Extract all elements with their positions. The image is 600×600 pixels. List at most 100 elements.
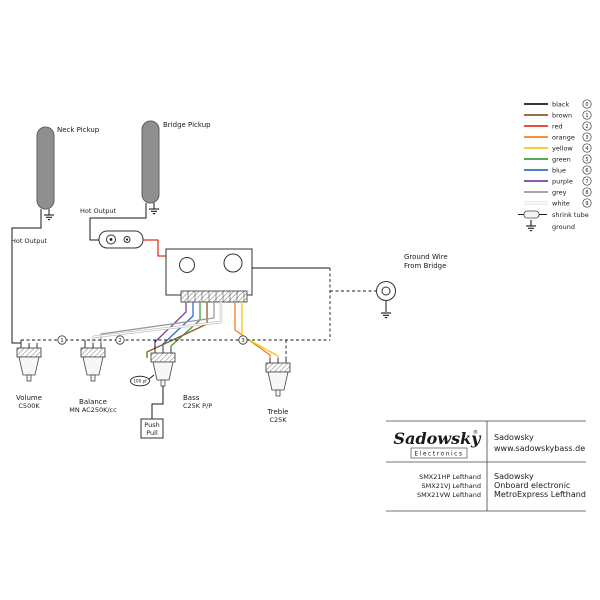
legend-number: 8 (585, 190, 588, 196)
pcb-hole (223, 253, 243, 273)
legend-number: 3 (585, 135, 588, 141)
output-jack (98, 230, 166, 257)
legend-number: 0 (585, 102, 588, 108)
volume-label: Volume (16, 394, 42, 402)
neck-pickup (36, 126, 55, 210)
ground-wire-label-2: From Bridge (404, 262, 446, 270)
legend-item-orange: orange 3 (524, 132, 592, 142)
pickups: Neck Pickup Bridge Pickup Hot Output Hot… (11, 120, 211, 344)
legend-item-green: green 5 (524, 154, 592, 164)
output-jack-body (98, 230, 144, 249)
bridge-hot-output-label: Hot Output (80, 207, 117, 215)
logo-subtitle: Electronics (414, 451, 463, 458)
balance-pot (80, 342, 106, 382)
legend-number-circle (582, 99, 592, 109)
white-wire-outline (91, 302, 223, 343)
ground-lug-symbol (380, 312, 392, 319)
product-line-3: MetroExpress Lefthand (494, 490, 586, 499)
jack-red-wire (143, 239, 166, 257)
blue-wire (162, 302, 194, 348)
neck-pickup-label: Neck Pickup (57, 126, 100, 134)
wire-marker-circle (57, 335, 67, 345)
legend-label: red (552, 123, 563, 131)
legend-number: 4 (585, 146, 588, 152)
legend-item-brown: brown 1 (524, 110, 592, 120)
treble-pot (265, 357, 291, 397)
grey-wire (100, 302, 215, 343)
bass-label: Bass (183, 394, 200, 402)
legend-number: 1 (585, 113, 588, 119)
legend-label: shrink tube (552, 211, 589, 219)
bridge-ground-terminal: Ground Wire From Bridge (376, 253, 448, 319)
legend-item-red: red 2 (524, 121, 592, 131)
model-number: SMX21VW Lefthand (417, 491, 481, 499)
preamp-pcb (165, 248, 253, 303)
legend-number: 2 (585, 124, 588, 130)
push-pull-label-1: Push (144, 421, 159, 429)
wire-number-markers: 1 2 3 (57, 335, 248, 345)
green-wire (170, 302, 201, 348)
jack-terminal-dot (125, 238, 129, 241)
registered-mark: ® (473, 429, 478, 436)
legend-label: green (552, 156, 571, 164)
legend-item-shrink-tube: shrink tube (518, 210, 589, 219)
capacitor-100pf (130, 375, 150, 387)
balance-value: MN AC250K/cc (69, 406, 117, 414)
legend-item-blue: blue 6 (524, 165, 592, 175)
model-number: SMX21HP Lefthand (419, 473, 481, 481)
volume-pot (16, 342, 42, 382)
legend-number-circle (582, 187, 592, 197)
orange-wire (234, 302, 271, 358)
bridge-hot-output-wire (89, 203, 147, 241)
legend-number-circle (582, 198, 592, 208)
wire-marker-circle (115, 335, 125, 345)
yellow-wire (241, 302, 279, 358)
push-pull-switch (140, 418, 164, 439)
legend-label: white (552, 200, 570, 208)
legend-number-circle (582, 110, 592, 120)
legend-item-ground: ground (525, 220, 575, 232)
legend-number: 6 (585, 168, 588, 174)
bridge-pickup-label: Bridge Pickup (163, 121, 211, 129)
product-line-2: Onboard electronic (494, 481, 570, 490)
legend-number-circle (582, 176, 592, 186)
shrink-tube-icon (523, 210, 540, 219)
legend-item-white: white 9 (524, 198, 592, 208)
legend-number-circle (582, 121, 592, 131)
legend-item-black: black 0 (524, 99, 592, 109)
pcb-hole (179, 257, 195, 273)
logo-sub-box (410, 447, 468, 459)
legend-label: orange (552, 134, 575, 142)
legend-label: purple (552, 178, 573, 186)
legend-item-grey: grey 8 (524, 187, 592, 197)
bass-value: C25K P/P (183, 402, 212, 410)
ground-wire-label-1: Ground Wire (404, 253, 448, 261)
legend-number: 7 (585, 179, 588, 185)
wire-marker-number: 3 (241, 338, 245, 344)
neck-hot-output-wire (11, 209, 42, 344)
wire-marker-number: 1 (60, 338, 64, 344)
bass-pot (150, 347, 176, 387)
neck-ground-icon (43, 214, 55, 221)
wire-color-legend: black 0 brown 1 red 2 orange 3 yellow 4 (518, 99, 592, 232)
volume-value: C500K (18, 402, 40, 410)
brown-wire (146, 302, 208, 358)
company-name: Sadowsky (494, 433, 534, 442)
legend-label: grey (552, 189, 567, 197)
legend-label: blue (552, 167, 566, 175)
treble-value: C25K (269, 416, 287, 424)
push-pull-link (151, 386, 164, 419)
legend-number: 9 (585, 201, 588, 207)
legend-item-yellow: yellow 4 (524, 143, 592, 153)
wire-marker-number: 2 (118, 338, 122, 344)
balance-label: Balance (79, 398, 107, 406)
bridge-ground-icon (148, 208, 160, 215)
model-number: SMX21VJ Lefthand (422, 482, 481, 490)
legend-label: black (552, 101, 569, 109)
ground-network (20, 267, 376, 358)
sadowsky-logo: Sadowsky (394, 429, 483, 448)
treble-label: Treble (267, 408, 289, 416)
legend-number-circle (582, 154, 592, 164)
